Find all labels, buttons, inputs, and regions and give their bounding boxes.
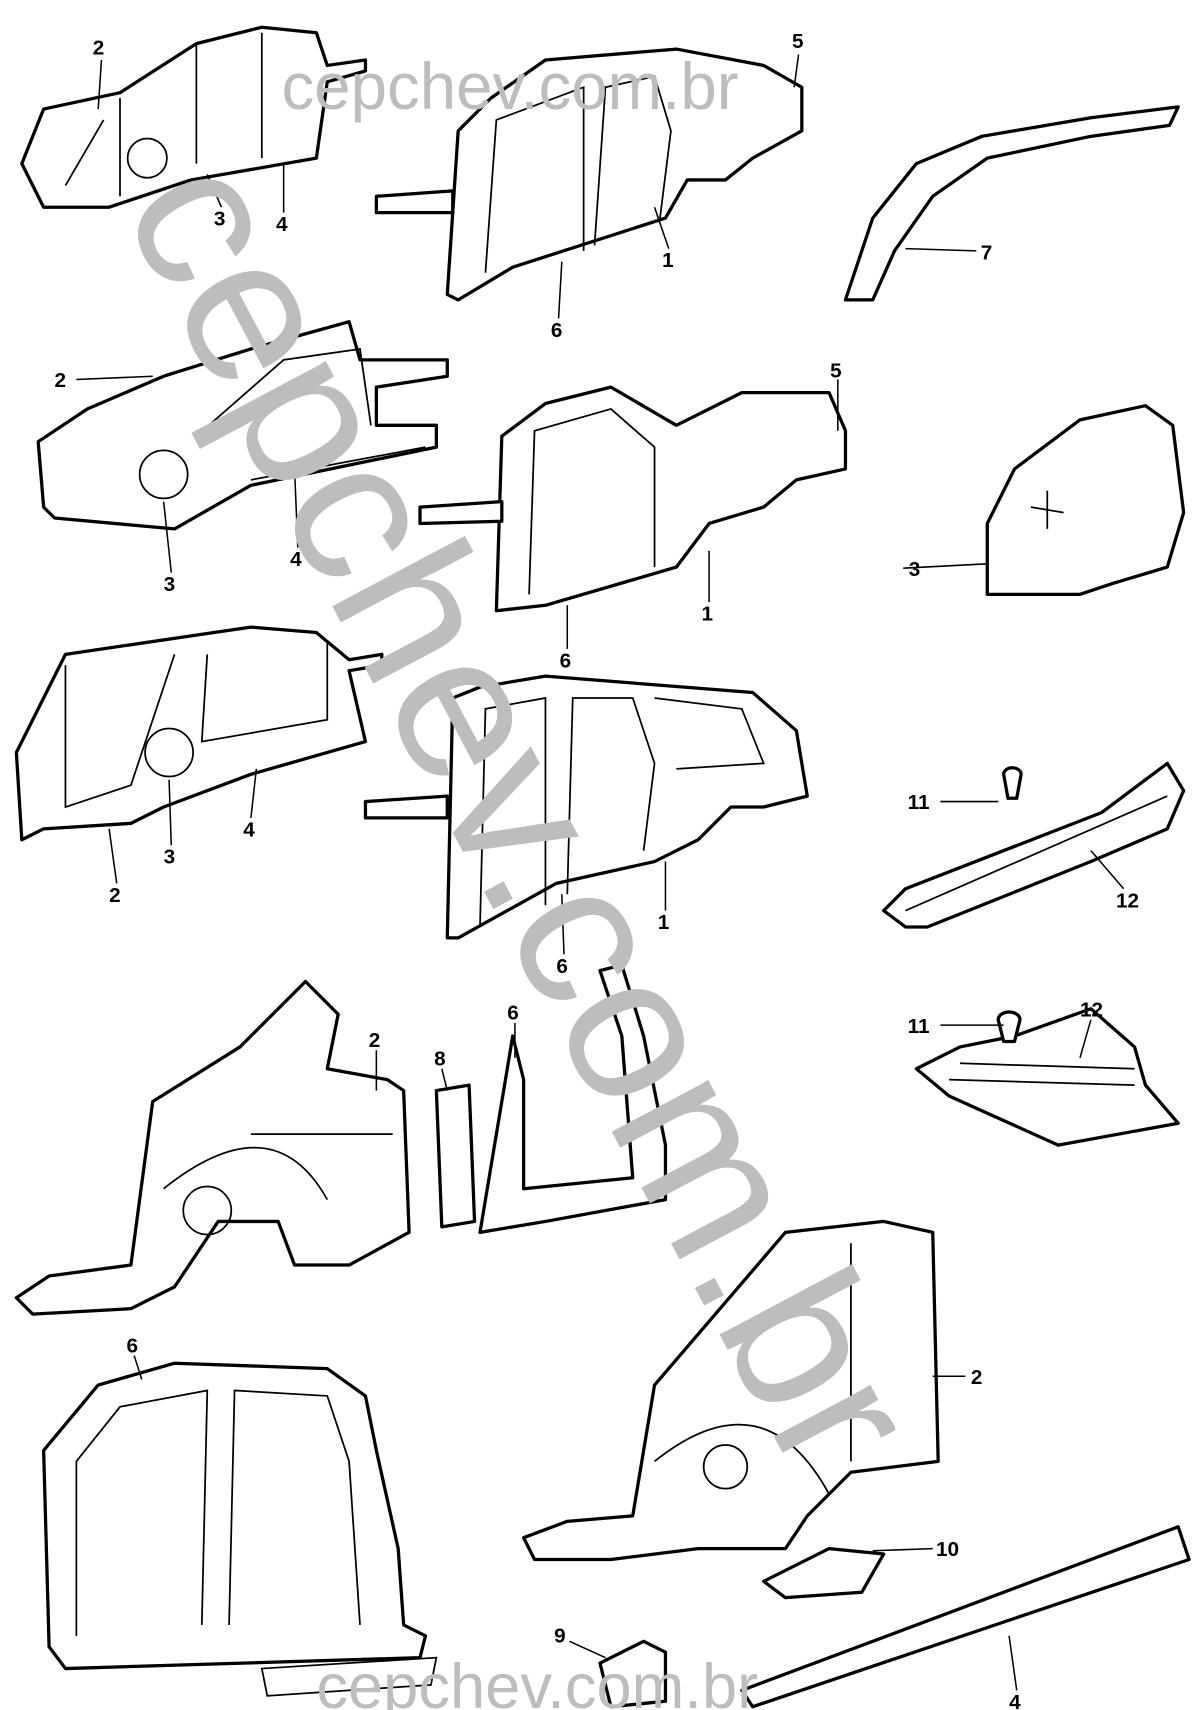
quarter-inner-panel xyxy=(14,979,411,1316)
sill-plate-b xyxy=(914,1007,1180,1147)
callout: 3 xyxy=(214,208,226,231)
watermark-top: cepchev.com.br xyxy=(281,50,738,123)
four-door-frame xyxy=(42,1361,438,1697)
callout: 10 xyxy=(936,1538,959,1561)
callout: 2 xyxy=(93,37,105,60)
callout: 1 xyxy=(662,249,674,272)
callout: 6 xyxy=(127,1334,139,1357)
watermark-diagonal: cepchev.com.br xyxy=(81,119,965,1506)
callout: 6 xyxy=(551,319,563,342)
wheelhouse-panel xyxy=(985,404,1186,596)
filler-panel xyxy=(434,1083,477,1229)
callout: 2 xyxy=(971,1366,983,1389)
callout-labels: 2 3 4 5 1 6 7 2 3 4 5 1 6 3 2 3 4 1 6 11… xyxy=(55,30,1140,1710)
coupe-inner-panel xyxy=(36,320,449,531)
callout: 12 xyxy=(1080,998,1103,1021)
leader-lines xyxy=(76,54,1125,1691)
sill-plate-a xyxy=(882,761,1186,929)
callout: 4 xyxy=(243,818,255,841)
callout: 6 xyxy=(556,955,568,978)
callout: 7 xyxy=(981,242,993,265)
callout: 5 xyxy=(830,359,842,382)
callout: 3 xyxy=(164,846,176,869)
sedan-inner-panel xyxy=(20,25,368,209)
callout: 6 xyxy=(507,1002,519,1025)
coupe-outer-panel xyxy=(418,385,848,613)
callout: 11 xyxy=(908,791,930,814)
callout: 12 xyxy=(1116,889,1139,912)
watermark-bottom: cepchev.com.br xyxy=(316,1652,758,1710)
callout: 4 xyxy=(290,548,302,571)
wagon-inner-panel xyxy=(14,625,384,842)
quarter-inner-panel-b xyxy=(522,1219,1191,1709)
callout: 9 xyxy=(554,1624,566,1647)
callout: 2 xyxy=(55,369,67,392)
callout: 1 xyxy=(658,911,670,934)
callout: 4 xyxy=(1009,1691,1021,1710)
callout: 8 xyxy=(434,1047,446,1070)
callout: 3 xyxy=(164,573,176,596)
callout: 6 xyxy=(560,649,572,672)
sedan-outer-panel xyxy=(374,47,804,302)
callout: 4 xyxy=(276,213,288,236)
callout: 2 xyxy=(109,884,121,907)
roof-rail xyxy=(843,105,1180,302)
callout: 2 xyxy=(369,1029,381,1052)
callout: 5 xyxy=(792,30,804,53)
wagon-outer-panel xyxy=(363,674,809,940)
callout: 3 xyxy=(909,558,921,581)
callout: 1 xyxy=(701,603,713,626)
callout: 11 xyxy=(908,1015,930,1038)
